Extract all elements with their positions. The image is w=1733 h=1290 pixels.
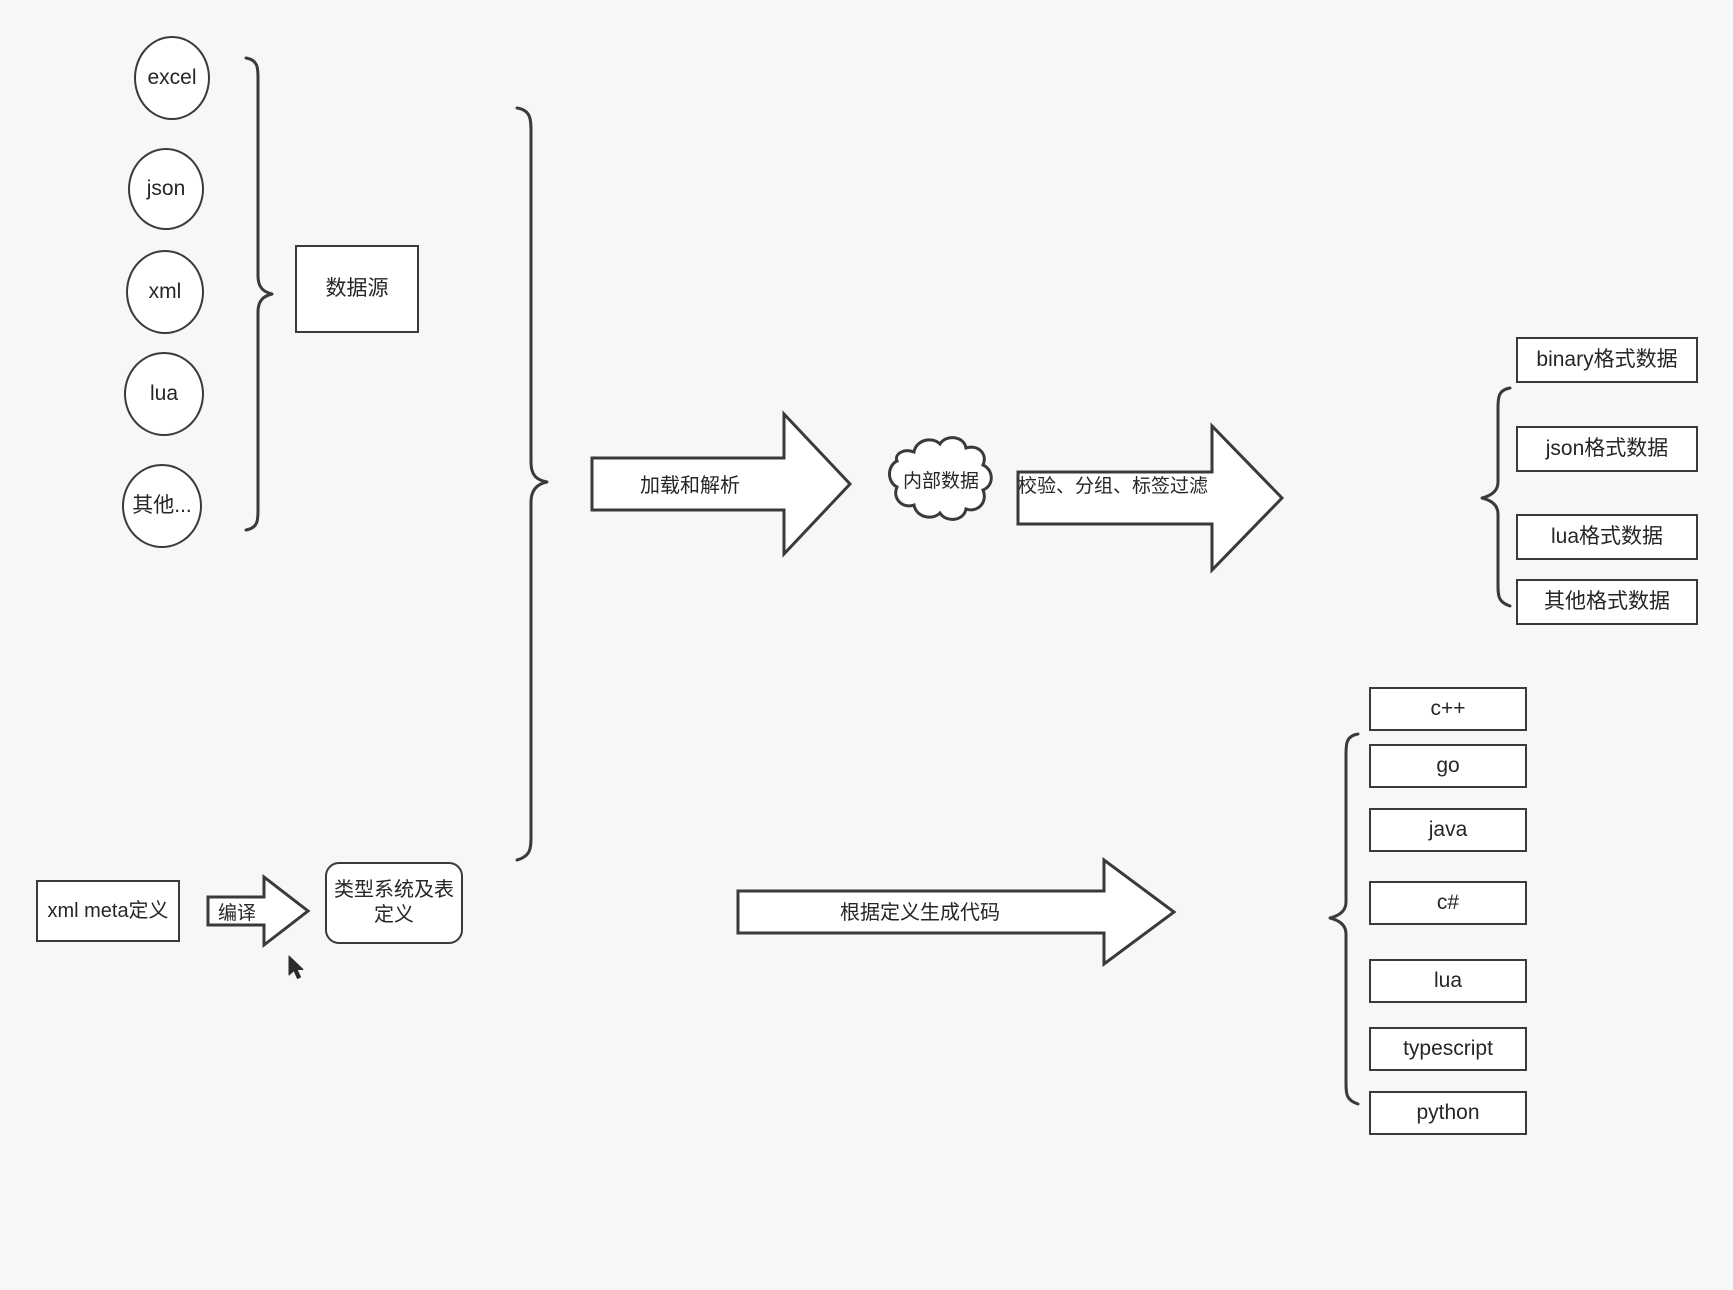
mouse-cursor bbox=[288, 955, 304, 979]
codegen-arrow[interactable] bbox=[736, 857, 1177, 967]
data-source-label: 其他... bbox=[132, 493, 192, 517]
validate-group-filter-arrow[interactable] bbox=[1016, 422, 1285, 574]
data-source-group-box[interactable]: 数据源 bbox=[295, 245, 419, 333]
output-format-box-json[interactable]: json格式数据 bbox=[1516, 426, 1698, 472]
data-sources-brace bbox=[244, 56, 274, 532]
output-format-label: lua格式数据 bbox=[1550, 524, 1664, 548]
output-language-box-java[interactable]: java bbox=[1369, 808, 1527, 852]
data-source-label: excel bbox=[147, 65, 197, 89]
pipeline-input-brace bbox=[515, 106, 549, 862]
output-format-box-other[interactable]: 其他格式数据 bbox=[1516, 579, 1698, 625]
output-language-label: c# bbox=[1436, 890, 1460, 914]
output-format-label: json格式数据 bbox=[1545, 436, 1669, 460]
internal-data-cloud[interactable] bbox=[884, 432, 998, 526]
output-format-box-binary[interactable]: binary格式数据 bbox=[1516, 337, 1698, 383]
data-source-node-other[interactable]: 其他... bbox=[122, 464, 202, 548]
output-language-box-lua[interactable]: lua bbox=[1369, 959, 1527, 1003]
output-language-box-typescript[interactable]: typescript bbox=[1369, 1027, 1527, 1071]
output-language-box-csharp[interactable]: c# bbox=[1369, 881, 1527, 925]
output-language-label: c++ bbox=[1430, 696, 1466, 720]
output-language-label: typescript bbox=[1403, 1036, 1493, 1060]
output-format-label: 其他格式数据 bbox=[1544, 589, 1670, 613]
data-source-label: json bbox=[146, 176, 186, 200]
data-source-label: xml bbox=[148, 279, 182, 303]
output-language-label: lua bbox=[1433, 968, 1463, 992]
output-formats-brace bbox=[1480, 386, 1512, 608]
output-language-label: java bbox=[1428, 817, 1468, 841]
load-parse-arrow[interactable] bbox=[590, 410, 853, 558]
data-source-node-json[interactable]: json bbox=[128, 148, 204, 230]
data-source-label: lua bbox=[149, 381, 179, 405]
type-system-box[interactable]: 类型系统及表定义 bbox=[325, 862, 463, 944]
output-language-label: go bbox=[1436, 753, 1460, 777]
output-format-label: binary格式数据 bbox=[1536, 347, 1678, 371]
xml-meta-definition-box[interactable]: xml meta定义 bbox=[36, 880, 180, 942]
output-format-box-lua[interactable]: lua格式数据 bbox=[1516, 514, 1698, 560]
output-languages-brace bbox=[1328, 732, 1360, 1106]
data-source-node-xml[interactable]: xml bbox=[126, 250, 204, 334]
data-source-node-lua[interactable]: lua bbox=[124, 352, 204, 436]
output-language-box-go[interactable]: go bbox=[1369, 744, 1527, 788]
output-language-label: python bbox=[1416, 1100, 1480, 1124]
compile-arrow[interactable] bbox=[206, 873, 311, 949]
type-system-label: 类型系统及表定义 bbox=[334, 879, 454, 926]
output-language-box-cpp[interactable]: c++ bbox=[1369, 687, 1527, 731]
data-source-group-label: 数据源 bbox=[325, 276, 389, 300]
data-source-node-excel[interactable]: excel bbox=[134, 36, 210, 120]
xml-meta-definition-label: xml meta定义 bbox=[47, 899, 169, 922]
output-language-box-python[interactable]: python bbox=[1369, 1091, 1527, 1135]
